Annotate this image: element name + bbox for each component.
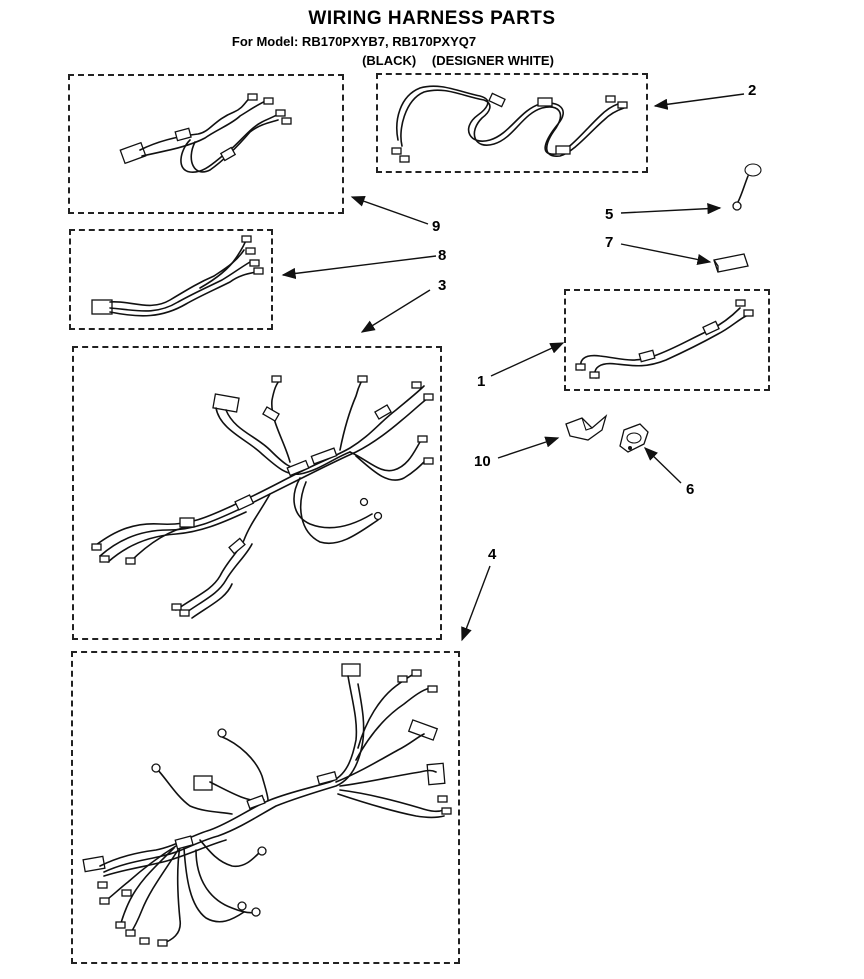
harness-part-2 bbox=[391, 85, 628, 163]
callout-6: 6 bbox=[686, 481, 695, 498]
part-8-box bbox=[69, 229, 273, 330]
callout-3: 3 bbox=[438, 277, 447, 294]
harness-part-3 bbox=[91, 375, 434, 619]
variant-black: (BLACK) bbox=[362, 53, 417, 68]
part-2-box bbox=[376, 73, 648, 173]
part-3-box bbox=[72, 346, 442, 640]
part-5-ground-wire bbox=[732, 163, 762, 211]
callout-2: 2 bbox=[748, 82, 757, 99]
callout-10: 10 bbox=[474, 453, 491, 470]
part-1-box bbox=[564, 289, 770, 391]
part-7-connector bbox=[713, 253, 749, 273]
part-9-box bbox=[68, 74, 344, 214]
part-4-box bbox=[71, 651, 460, 964]
diagram-title: WIRING HARNESS PARTS bbox=[308, 8, 556, 29]
harness-part-1 bbox=[575, 299, 754, 379]
model-subtitle: For Model: RB170PXYB7, RB170PXYQ7 bbox=[231, 34, 477, 49]
harness-part-4 bbox=[82, 663, 452, 947]
harness-part-8 bbox=[91, 235, 264, 317]
color-variants: (BLACK) (DESIGNER WHITE) bbox=[26, 53, 864, 68]
variant-designer-white: (DESIGNER WHITE) bbox=[431, 53, 554, 68]
part-10-clip bbox=[565, 414, 608, 441]
callout-7: 7 bbox=[605, 234, 614, 251]
part-6-clamp bbox=[619, 423, 649, 453]
callout-9: 9 bbox=[432, 218, 441, 235]
harness-part-9 bbox=[119, 93, 292, 173]
callout-5: 5 bbox=[605, 206, 614, 223]
callout-8: 8 bbox=[438, 247, 447, 264]
leader-arrows bbox=[281, 93, 745, 642]
callout-1: 1 bbox=[477, 373, 486, 390]
callout-4: 4 bbox=[488, 546, 497, 563]
